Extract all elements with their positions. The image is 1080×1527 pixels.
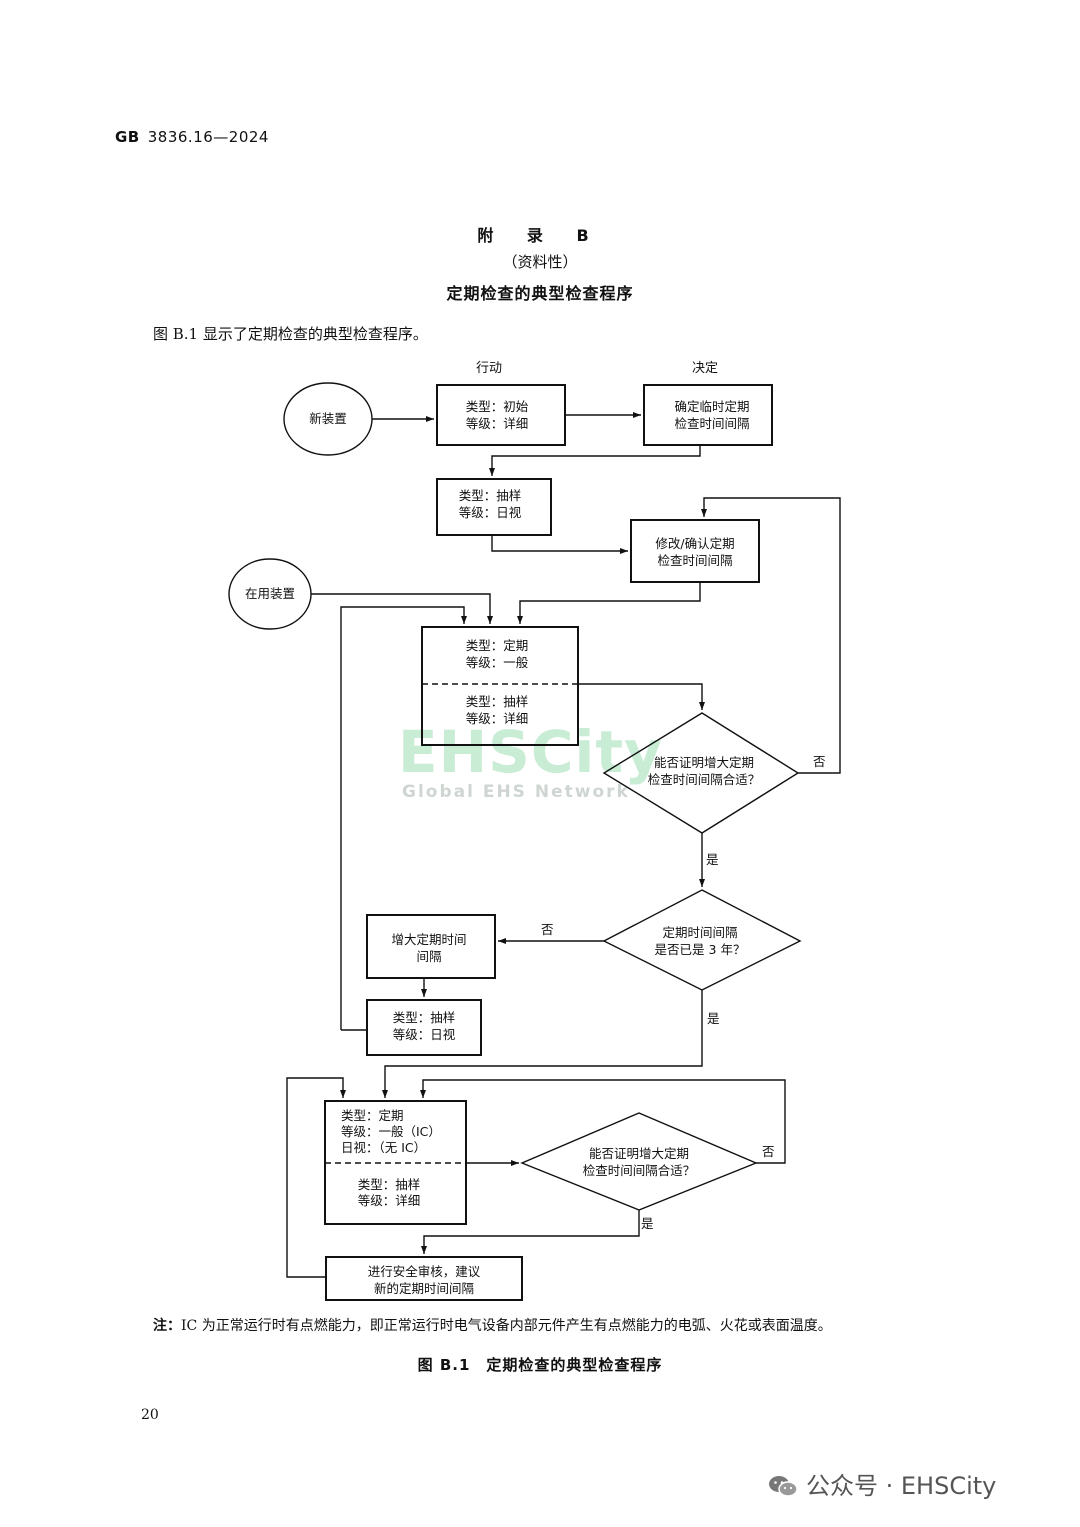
wechat-icon (769, 1476, 798, 1497)
arrow-decision3-no-to-ic (420, 1079, 786, 1164)
box-ic-bottom-line-2: 等级：详细 (358, 1193, 421, 1208)
box-modify (630, 519, 760, 583)
standard-number: GB 3836.16—2024 (115, 128, 269, 146)
column-header-action: 行动 (476, 361, 503, 376)
box-sample-visual-2 (366, 999, 482, 1056)
start-new-label: 新装置 (309, 411, 347, 426)
box-ic-top-line-3: 日视：（无 IC） (341, 1140, 426, 1155)
standard-code: 3836.16—2024 (147, 128, 269, 146)
box-interim (643, 384, 773, 446)
watermark-tagline: Global EHS Network (402, 782, 630, 802)
diamond-decision-3 (520, 1112, 758, 1211)
diamond-2-line-2: 是否已是 3 年？ (655, 942, 746, 957)
note-label: 注： (153, 1318, 181, 1334)
box-increase-line-1: 增大定期时间 (391, 932, 466, 947)
box-initial-line-2: 等级：详细 (466, 416, 529, 431)
start-inuse-label: 在用装置 (245, 586, 295, 601)
diamond-2-line-1: 定期时间间隔 (662, 925, 737, 940)
box-initial-line-1: 类型：初始 (466, 399, 529, 414)
arrow-review-to-ic (286, 1077, 346, 1278)
column-header-decision: 决定 (692, 361, 719, 376)
box-ic-top-line-2: 等级：一般（IC） (341, 1124, 441, 1139)
box-periodic-bottom-line-1: 类型：抽样 (466, 694, 529, 709)
diamond-3-line-2: 检查时间间隔合适？ (583, 1163, 696, 1178)
watermark: EHSCity Global EHS Network (398, 722, 663, 802)
box-initial (436, 384, 566, 446)
label-no-1: 否 (813, 754, 826, 769)
arrow-modify-to-periodic (517, 582, 701, 624)
label-no-3: 否 (762, 1144, 775, 1159)
box-sample-line-2: 等级：日视 (459, 505, 522, 520)
label-yes-1: 是 (706, 852, 719, 867)
appendix-title: 附 录 B (477, 226, 603, 245)
box-review-line-1: 进行安全审核，建议 (368, 1264, 481, 1279)
box-ic-top-line-1: 类型：定期 (341, 1108, 404, 1123)
box-periodic-top-line-1: 类型：定期 (466, 638, 529, 653)
box-sample-visual (436, 478, 552, 536)
box-review (325, 1256, 523, 1301)
arrow-loop-to-periodic (340, 606, 467, 1030)
label-yes-3: 是 (641, 1216, 654, 1231)
wechat-account: 公众号 · EHSCity (806, 1472, 997, 1500)
box-increase (366, 914, 496, 979)
box-modify-line-2: 检查时间间隔 (657, 553, 732, 568)
box-interim-line-1: 确定临时定期 (674, 399, 749, 414)
figure-note: 注：IC 为正常运行时有点燃能力，即正常运行时电气设备内部元件产生有点燃能力的电… (153, 1315, 832, 1335)
box-modify-line-1: 修改/确认定期 (655, 536, 734, 551)
arrow-sample-to-modify (491, 535, 628, 554)
box-periodic-bottom-line-2: 等级：详细 (466, 711, 529, 726)
box-sample2-line-2: 等级：日视 (393, 1027, 456, 1042)
box-ic-bottom-line-1: 类型：抽样 (358, 1177, 421, 1192)
appendix-heading: 定期检查的典型检查程序 (446, 284, 634, 303)
arrow-decision1-no-to-modify (701, 497, 841, 774)
diamond-decision-2 (602, 889, 802, 991)
box-review-line-2: 新的定期时间间隔 (374, 1281, 474, 1296)
arrow-decision3-yes-to-review (421, 1210, 640, 1254)
appendix-kind: （资料性） (502, 253, 578, 271)
arrow-inuse-to-periodic (311, 593, 493, 624)
box-interim-line-2: 检查时间间隔 (674, 416, 749, 431)
box-increase-line-2: 间隔 (416, 949, 441, 964)
note-text: IC 为正常运行时有点燃能力，即正常运行时电气设备内部元件产生有点燃能力的电弧、… (181, 1318, 832, 1334)
box-periodic (421, 626, 579, 746)
box-sample-line-1: 类型：抽样 (459, 488, 522, 503)
wechat-footer: 公众号 · EHSCity (768, 1466, 996, 1501)
arrow-interim-to-sample (489, 445, 701, 476)
box-periodic-top-line-2: 等级：一般 (466, 655, 529, 670)
arrow-periodic-to-decision1 (578, 683, 705, 710)
figure-caption: 图 B.1 定期检查的典型检查程序 (417, 1356, 663, 1374)
diamond-1-line-2: 检查时间间隔合适？ (648, 772, 761, 787)
diamond-3-line-1: 能否证明增大定期 (589, 1146, 689, 1161)
label-no-2: 否 (541, 922, 554, 937)
standard-prefix: GB (115, 128, 140, 146)
page-number: 20 (141, 1407, 159, 1423)
box-sample2-line-1: 类型：抽样 (393, 1010, 456, 1025)
label-yes-2: 是 (707, 1011, 720, 1026)
arrow-decision2-yes-to-ic (382, 990, 703, 1098)
watermark-brand: EHSCity (398, 718, 663, 786)
intro-paragraph: 图 B.1 显示了定期检查的典型检查程序。 (153, 325, 428, 343)
diamond-1-line-1: 能否证明增大定期 (654, 755, 754, 770)
